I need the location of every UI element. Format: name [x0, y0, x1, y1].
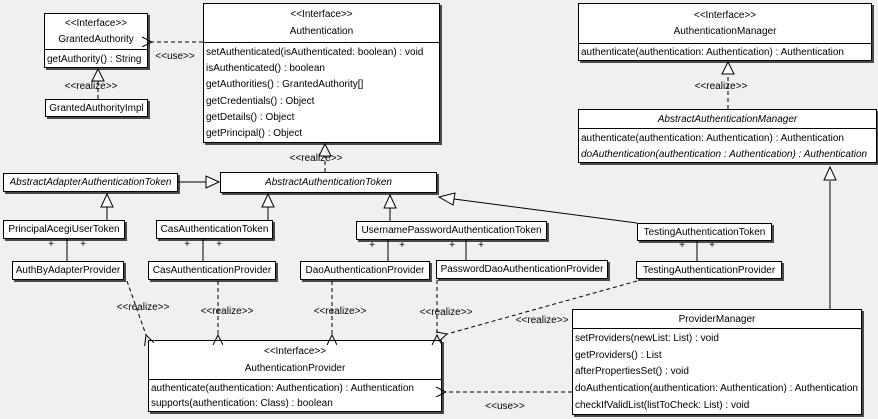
class-auth-by-adapter-provider: AuthByAdapterProvider	[12, 261, 124, 280]
realize-label-testing-provider: <<realize>>	[515, 315, 569, 326]
method-authenticate: authenticate(authentication: Authenticat…	[151, 383, 414, 394]
class-name: AuthenticationManager	[673, 26, 777, 38]
class-testing-authentication-token: TestingAuthenticationToken	[637, 223, 772, 241]
class-name: AuthByAdapterProvider	[15, 265, 121, 276]
stereotype-label: <<Interface>>	[693, 9, 757, 21]
class-authentication-provider-header: <<Interface>> AuthenticationProvider	[149, 341, 441, 380]
method-set-authenticated: setAuthenticated(isAuthenticated: boolea…	[206, 46, 424, 58]
use-label-provider-manager: <<use>>	[485, 401, 525, 412]
use-label-granted-authority: <<use>>	[155, 51, 195, 62]
extends-line-testing-token	[453, 198, 638, 224]
class-dao-authentication-provider: DaoAuthenticationProvider	[300, 261, 430, 280]
association-end-plus: +	[216, 239, 222, 250]
association-end-plus: +	[48, 239, 54, 250]
class-name: AuthenticationProvider	[244, 362, 346, 374]
realize-label-password-dao-provider: <<realize>>	[419, 307, 473, 318]
method-check-if-valid-list: checkIfValidList(listToCheck: List) : vo…	[575, 400, 750, 412]
method-get-principal: getPrincipal() : Object	[206, 128, 303, 140]
method-authenticate: authenticate(authentication: Authenticat…	[581, 132, 844, 144]
class-name: AbstractAuthenticationManager	[657, 113, 798, 125]
class-provider-manager: ProviderManager setProviders(newList: Li…	[572, 309, 862, 415]
association-end-plus: +	[369, 240, 375, 251]
class-authentication-provider: <<Interface>> AuthenticationProvider aut…	[148, 340, 442, 412]
realize-label-authentication-manager: <<realize>>	[694, 81, 748, 92]
association-end-plus: +	[478, 240, 484, 251]
class-granted-authority: <<Interface>> GrantedAuthority getAuthor…	[44, 13, 148, 68]
method-get-credentials: getCredentials() : Object	[206, 95, 315, 107]
class-cas-authentication-token: CasAuthenticationToken	[156, 220, 273, 239]
class-authentication: <<Interface>> Authentication setAuthenti…	[203, 3, 440, 143]
class-granted-authority-impl: GrantedAuthorityImpl	[45, 99, 148, 117]
method-supports: supports(authentication: Class) : boolea…	[151, 398, 333, 409]
method-get-authority: getAuthority() : String	[47, 53, 142, 65]
association-end-plus: +	[709, 240, 715, 251]
extends-triangle-provider-manager	[823, 165, 837, 181]
class-username-password-authentication-token: UsernamePasswordAuthenticationToken	[356, 221, 547, 240]
class-password-dao-authentication-provider: PasswordDaoAuthenticationProvider	[436, 260, 608, 279]
class-authentication-manager-header: <<Interface>> AuthenticationManager	[579, 4, 871, 44]
class-name: CasAuthenticationProvider	[152, 265, 272, 276]
class-principal-acegi-user-token: PrincipalAcegiUserToken	[3, 220, 125, 239]
stereotype-label: <<Interface>>	[263, 346, 327, 358]
extends-triangle-cas-token	[261, 192, 275, 208]
method-get-authorities: getAuthorities() : GrantedAuthority[]	[206, 79, 364, 91]
stereotype-label: <<Interface>>	[64, 18, 128, 30]
association-end-plus: +	[399, 240, 405, 251]
method-is-authenticated: isAuthenticated() : boolean	[206, 62, 325, 74]
class-abstract-adapter-authentication-token: AbstractAdapterAuthenticationToken	[3, 173, 178, 192]
class-abstract-authentication-manager-header: AbstractAuthenticationManager	[579, 110, 876, 129]
method-do-authentication: doAuthentication(authentication: Authent…	[575, 383, 858, 395]
class-cas-authentication-provider: CasAuthenticationProvider	[148, 261, 276, 280]
extends-triangle-adapter-token	[205, 175, 221, 189]
association-end-plus: +	[449, 240, 455, 251]
realize-label-cas-provider: <<realize>>	[200, 306, 254, 317]
class-name: ProviderManager	[678, 313, 756, 325]
class-testing-authentication-provider: TestingAuthenticationProvider	[636, 261, 782, 279]
method-after-properties-set: afterPropertiesSet() : void	[575, 366, 689, 378]
association-end-plus: +	[184, 239, 190, 250]
class-name: Authentication	[289, 25, 354, 37]
realize-label-authentication-token: <<realize>>	[289, 153, 343, 164]
class-name: PasswordDaoAuthenticationProvider	[440, 264, 604, 275]
class-granted-authority-header: <<Interface>> GrantedAuthority	[45, 14, 147, 50]
realize-label-auth-by-adapter: <<realize>>	[116, 302, 170, 313]
class-name: CasAuthenticationToken	[160, 224, 269, 235]
class-name: GrantedAuthorityImpl	[49, 102, 144, 114]
class-provider-manager-header: ProviderManager	[573, 310, 861, 329]
class-authentication-manager: <<Interface>> AuthenticationManager auth…	[578, 3, 872, 61]
class-authentication-header: <<Interface>> Authentication	[204, 4, 439, 43]
realize-label-granted-authority: <<realize>>	[64, 81, 118, 92]
class-abstract-authentication-manager: AbstractAuthenticationManager authentica…	[578, 109, 877, 163]
method-set-providers: setProviders(newList: List) : void	[575, 332, 719, 344]
realize-triangle-granted-authority	[91, 67, 105, 82]
method-authenticate: authenticate(authentication: Authenticat…	[581, 47, 844, 58]
extends-triangle-testing-token	[437, 192, 456, 206]
class-name: PrincipalAcegiUserToken	[8, 224, 120, 235]
method-do-authentication: doAuthentication(authentication : Authen…	[581, 148, 868, 160]
association-end-plus: +	[679, 240, 685, 251]
realize-label-dao-provider: <<realize>>	[313, 306, 367, 317]
class-name: GrantedAuthority	[58, 33, 134, 45]
extends-triangle-principal-acegi	[100, 192, 114, 208]
method-get-providers: getProviders() : List	[575, 349, 662, 361]
class-name: AbstractAdapterAuthenticationToken	[9, 177, 172, 188]
stereotype-label: <<Interface>>	[290, 9, 353, 21]
class-name: DaoAuthenticationProvider	[305, 265, 425, 276]
realize-triangle-authentication-manager	[721, 60, 735, 75]
method-get-details: getDetails() : Object	[206, 111, 295, 123]
class-abstract-authentication-token: AbstractAuthenticationToken	[220, 172, 437, 193]
extends-triangle-username-password-token	[383, 193, 397, 209]
class-name: UsernamePasswordAuthenticationToken	[361, 225, 542, 236]
class-name: TestingAuthenticationToken	[643, 226, 766, 238]
class-name: TestingAuthenticationProvider	[642, 264, 776, 276]
association-end-plus: +	[80, 239, 86, 250]
class-name: AbstractAuthenticationToken	[265, 177, 392, 188]
